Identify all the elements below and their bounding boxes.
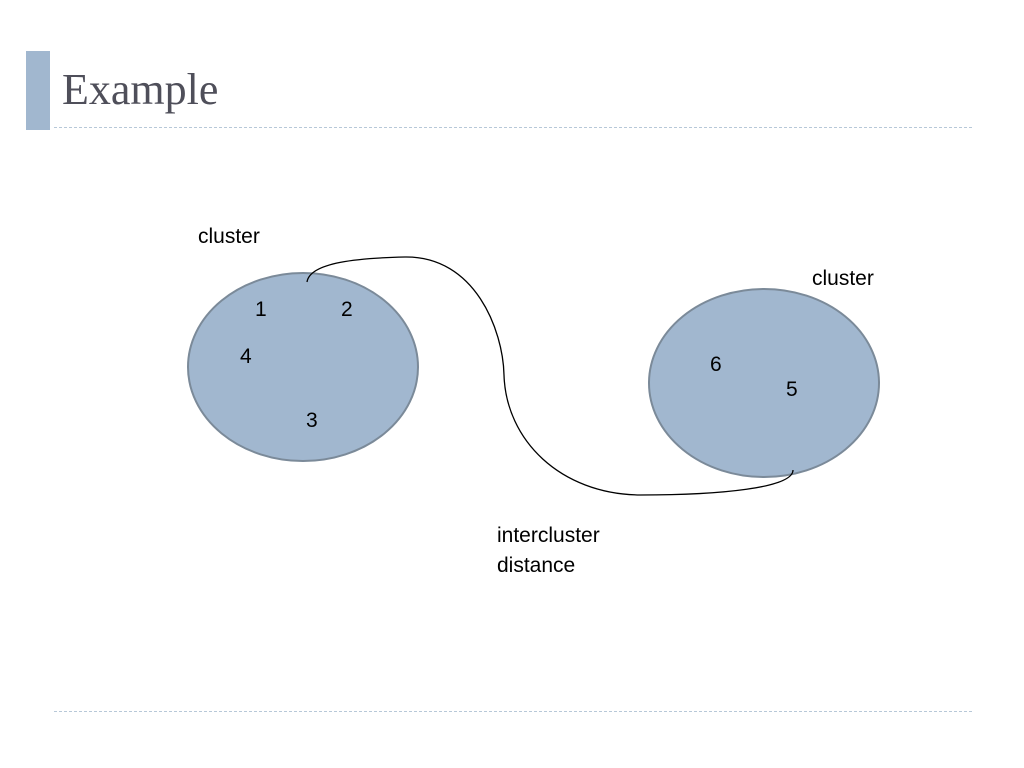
title-divider: [54, 127, 972, 128]
intercluster-distance-curve: [306, 256, 794, 496]
slide-title: Example: [62, 65, 219, 114]
right-cluster-label: cluster: [812, 267, 874, 290]
connector-label-line2: distance: [497, 554, 575, 577]
left-cluster: cluster 1 2 4 3: [187, 225, 419, 462]
right-point-6: 6: [710, 353, 722, 376]
title-accent-bar: [26, 51, 50, 130]
left-cluster-label: cluster: [198, 225, 260, 248]
right-point-5: 5: [786, 378, 798, 401]
left-point-3: 3: [306, 409, 318, 432]
left-cluster-ellipse: [187, 272, 419, 462]
left-point-2: 2: [341, 298, 353, 321]
left-point-4: 4: [240, 345, 252, 368]
right-cluster-ellipse: [648, 288, 880, 478]
left-point-1: 1: [255, 298, 267, 321]
footer-divider: [54, 711, 972, 712]
connector-label-line1: intercluster: [497, 524, 600, 547]
right-cluster: cluster 6 5: [648, 267, 880, 478]
